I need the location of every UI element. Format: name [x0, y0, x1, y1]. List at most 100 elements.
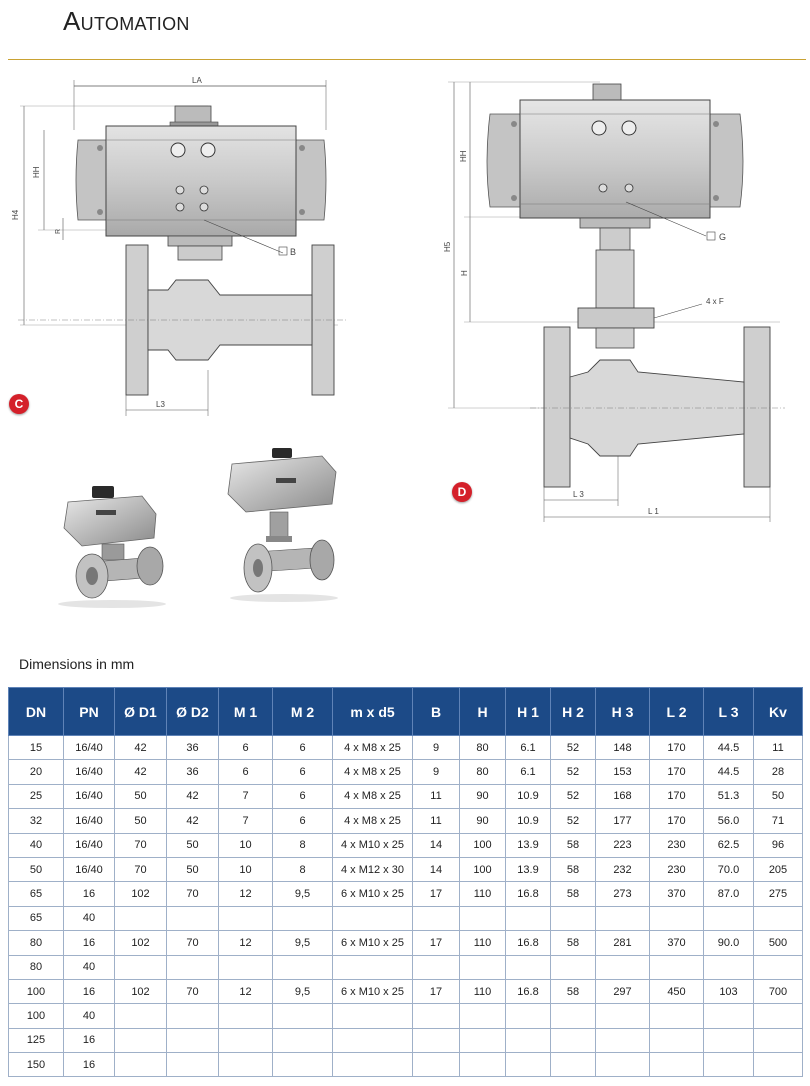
table-cell: 16/40 [63, 832, 115, 858]
table-cell: 62.5 [703, 832, 754, 858]
table-cell: 100 [459, 856, 506, 883]
table-cell: 10.9 [505, 783, 551, 810]
column-header: PN [63, 687, 115, 736]
table-cell [550, 1003, 596, 1029]
table-cell: 17 [412, 881, 460, 907]
table-cell [459, 905, 506, 932]
table-cell: 87.0 [703, 881, 754, 907]
table-cell [412, 1027, 460, 1054]
table-cell [114, 905, 167, 932]
table-cell: 4 x M8 x 25 [332, 734, 413, 761]
table-cell [753, 1003, 803, 1029]
table-cell: 700 [753, 978, 803, 1005]
table-cell [459, 1052, 506, 1078]
table-cell: 170 [649, 783, 704, 810]
table-cell: 150 [8, 1052, 64, 1078]
table-cell: 58 [550, 978, 596, 1005]
table-cell [166, 905, 219, 932]
table-cell: 7 [218, 808, 273, 834]
table-cell: 70 [114, 856, 167, 883]
table-cell: 50 [753, 783, 803, 810]
table-cell [595, 1052, 650, 1078]
table-cell: 70 [166, 978, 219, 1005]
table-cell: 11 [753, 734, 803, 761]
table-cell: 70 [166, 930, 219, 956]
table-caption: Dimensions in mm [19, 656, 135, 672]
table-cell: 16/40 [63, 783, 115, 810]
column-header: B [412, 687, 460, 736]
table-cell: 9,5 [272, 978, 333, 1005]
table-cell [218, 905, 273, 932]
table-cell: 65 [8, 905, 64, 932]
table-cell [649, 1027, 704, 1054]
table-cell [166, 1027, 219, 1054]
table-cell: 8 [272, 856, 333, 883]
table-cell: 70.0 [703, 856, 754, 883]
table-cell: 16 [63, 1027, 115, 1054]
table-cell: 4 x M10 x 25 [332, 832, 413, 858]
table-cell: 100 [459, 832, 506, 858]
table-cell: 58 [550, 832, 596, 858]
table-cell: 70 [114, 832, 167, 858]
table-cell: 51.3 [703, 783, 754, 810]
actuator-body [105, 125, 297, 237]
table-cell: 153 [595, 759, 650, 785]
extension-bracket [595, 249, 635, 309]
table-cell: 6 [272, 759, 333, 785]
table-cell: 15 [8, 734, 64, 761]
column-header: L 2 [649, 687, 704, 736]
table-cell: 6 [272, 734, 333, 761]
table-cell: 370 [649, 930, 704, 956]
table-cell: 177 [595, 808, 650, 834]
column-header: M 2 [272, 687, 333, 736]
flange-right-d [743, 326, 771, 488]
table-cell: 9,5 [272, 930, 333, 956]
column-header: L 3 [703, 687, 754, 736]
table-cell: 100 [8, 978, 64, 1005]
dim-l3-label: L3 [156, 400, 165, 409]
table-cell: 52 [550, 759, 596, 785]
table-cell [505, 954, 551, 980]
table-cell: 6 [272, 808, 333, 834]
table-cell [459, 954, 506, 980]
table-cell: 14 [412, 832, 460, 858]
table-cell: 102 [114, 881, 167, 907]
table-cell: 50 [114, 808, 167, 834]
table-cell: 17 [412, 978, 460, 1005]
table-cell: 223 [595, 832, 650, 858]
table-cell [166, 1003, 219, 1029]
table-cell: 17 [412, 930, 460, 956]
table-cell: 168 [595, 783, 650, 810]
dim-hh-label-d: HH [459, 150, 468, 162]
table-cell: 6 x M10 x 25 [332, 881, 413, 907]
table-cell: 11 [412, 783, 460, 810]
table-cell [114, 1027, 167, 1054]
table-cell: 58 [550, 930, 596, 956]
table-cell [595, 954, 650, 980]
table-cell [703, 1052, 754, 1078]
table-cell: 40 [63, 954, 115, 980]
table-cell [550, 1052, 596, 1078]
table-cell: 6.1 [505, 734, 551, 761]
table-cell: 42 [114, 734, 167, 761]
table-cell: 10 [218, 832, 273, 858]
table-cell [595, 905, 650, 932]
table-cell: 10 [218, 856, 273, 883]
table-cell [332, 1003, 413, 1029]
flange-left-d [543, 326, 571, 488]
table-cell: 80 [8, 954, 64, 980]
table-cell: 16 [63, 978, 115, 1005]
table-cell: 4 x M8 x 25 [332, 783, 413, 810]
table-cell [550, 905, 596, 932]
column-header: DN [8, 687, 64, 736]
table-cell [272, 905, 333, 932]
table-cell: 16/40 [63, 856, 115, 883]
table-cell: 42 [166, 808, 219, 834]
table-cell [505, 1052, 551, 1078]
table-cell [753, 1027, 803, 1054]
